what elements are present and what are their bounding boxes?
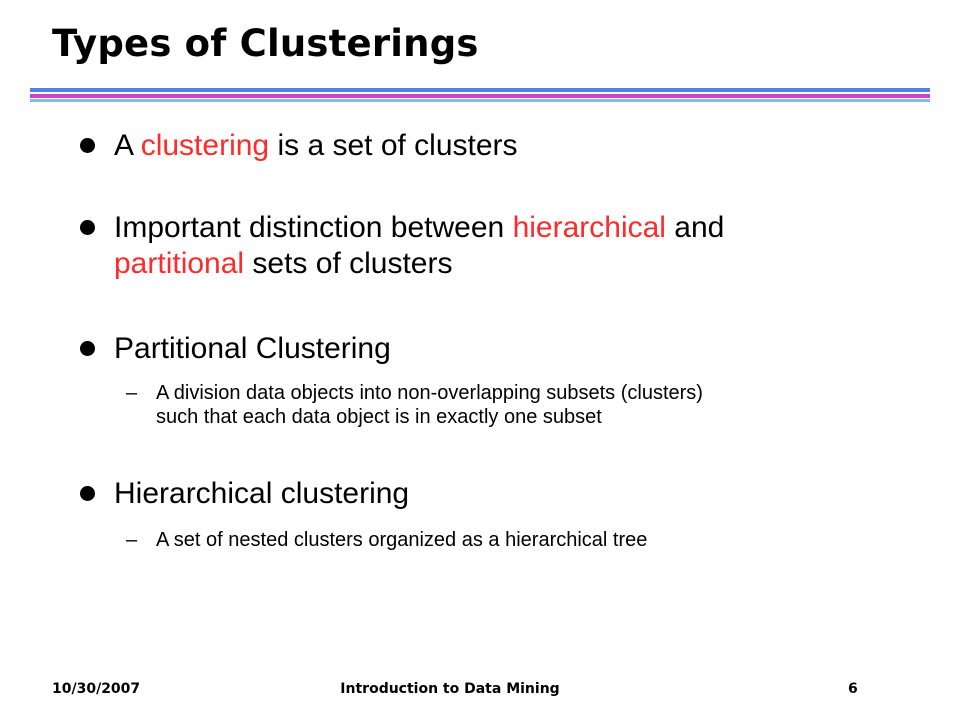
highlight-term: hierarchical — [512, 211, 666, 244]
bullet-dot — [80, 220, 95, 235]
bullet-text: Important distinction between — [114, 211, 513, 244]
bullet-distinction: Important distinction between hierarchic… — [114, 210, 904, 282]
highlight-term: clustering — [140, 129, 270, 162]
slide-content: A clustering is a set of clusters Import… — [80, 128, 906, 552]
highlight-term: partitional — [114, 247, 245, 280]
footer-page-number: 6 — [848, 681, 858, 697]
sub-item-partitional: A division data objects into non-overlap… — [156, 381, 906, 429]
sub-dash: – — [126, 382, 138, 404]
bullet-dot — [80, 486, 95, 501]
bullet-text: A — [114, 129, 141, 162]
sub-line: such that each data object is in exactly… — [156, 406, 602, 428]
underline-lightblue — [30, 99, 930, 102]
bullet-line: Important distinction between hierarchic… — [114, 210, 904, 246]
bullet-hierarchical: Hierarchical clustering — [114, 477, 410, 510]
bullet-dot — [80, 341, 95, 356]
bullet-dot — [80, 138, 95, 153]
bullet-partitional: Partitional Clustering — [114, 332, 391, 365]
bullet-line: partitional sets of clusters — [114, 246, 904, 282]
sub-line: A division data objects into non-overlap… — [156, 382, 703, 404]
title-underline — [30, 88, 930, 104]
footer-course-title: Introduction to Data Mining — [340, 681, 560, 697]
slide-title: Types of Clusterings — [52, 22, 479, 65]
bullet-clustering: A clustering is a set of clusters — [114, 128, 904, 164]
sub-item-hierarchical: A set of nested clusters organized as a … — [156, 528, 906, 552]
footer-date: 10/30/2007 — [52, 681, 141, 697]
underline-magenta — [30, 94, 930, 98]
sub-dash: – — [126, 529, 138, 551]
underline-gap — [30, 93, 930, 94]
underline-blue — [30, 88, 930, 92]
bullet-text: sets of clusters — [244, 247, 453, 280]
bullet-text: and — [665, 211, 725, 244]
bullet-text: is a set of clusters — [269, 129, 518, 162]
sub-line: A set of nested clusters organized as a … — [156, 529, 648, 551]
